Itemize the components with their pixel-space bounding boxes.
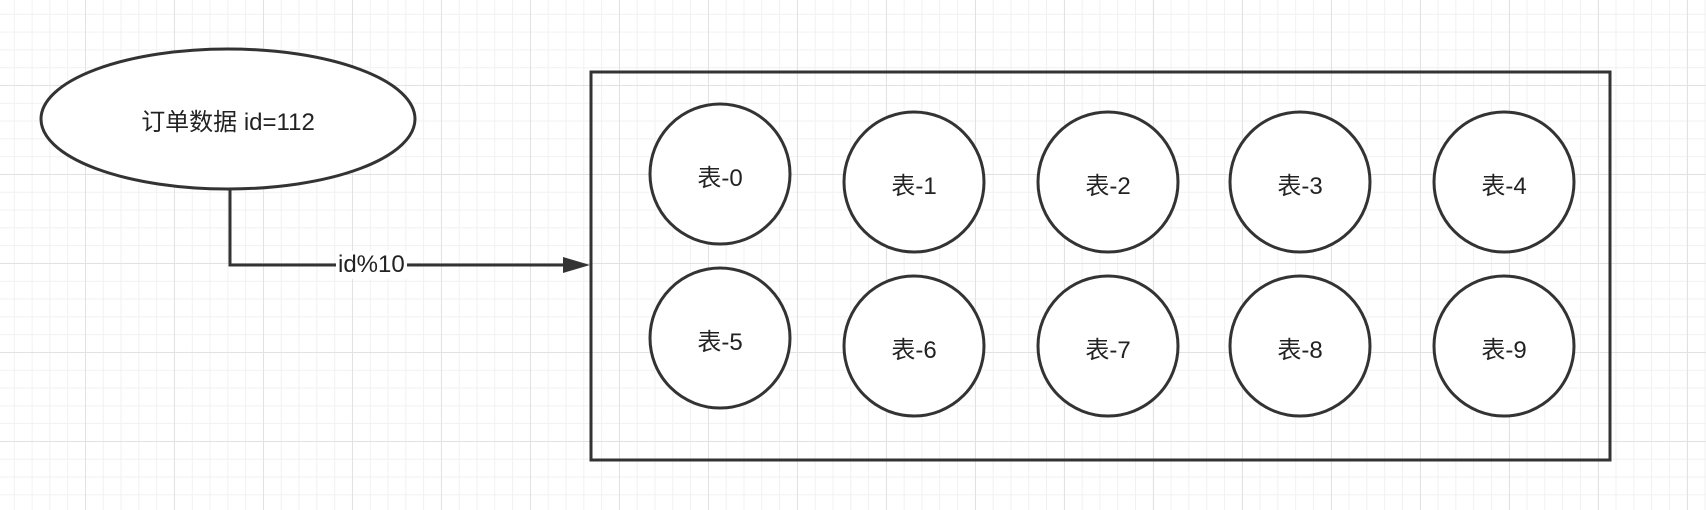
arrowhead-icon	[563, 257, 590, 273]
source-node-label: 订单数据 id=112	[141, 108, 315, 136]
table-circle-7[interactable]	[1036, 274, 1180, 418]
edge-label: id%10	[336, 251, 407, 279]
table-label-6: 表-6	[891, 336, 937, 364]
table-circle-8[interactable]	[1228, 274, 1372, 418]
table-label-0: 表-0	[697, 164, 743, 192]
table-circle-1[interactable]	[842, 110, 986, 254]
shard-container[interactable]	[589, 70, 1612, 462]
table-circle-9[interactable]	[1432, 274, 1576, 418]
table-label-4: 表-4	[1481, 172, 1527, 200]
edge-connector[interactable]	[228, 189, 575, 267]
table-label-5: 表-5	[697, 328, 743, 356]
table-circle-5[interactable]	[648, 266, 792, 410]
table-circle-2[interactable]	[1036, 110, 1180, 254]
table-label-3: 表-3	[1277, 172, 1323, 200]
table-label-8: 表-8	[1277, 336, 1323, 364]
table-label-9: 表-9	[1481, 336, 1527, 364]
table-circles	[648, 102, 1576, 418]
table-label-2: 表-2	[1085, 172, 1131, 200]
table-label-1: 表-1	[891, 172, 937, 200]
table-circle-0[interactable]	[648, 102, 792, 246]
table-circle-3[interactable]	[1228, 110, 1372, 254]
source-node-ellipse[interactable]	[39, 47, 417, 191]
table-circle-4[interactable]	[1432, 110, 1576, 254]
table-label-7: 表-7	[1085, 336, 1131, 364]
table-circle-6[interactable]	[842, 274, 986, 418]
